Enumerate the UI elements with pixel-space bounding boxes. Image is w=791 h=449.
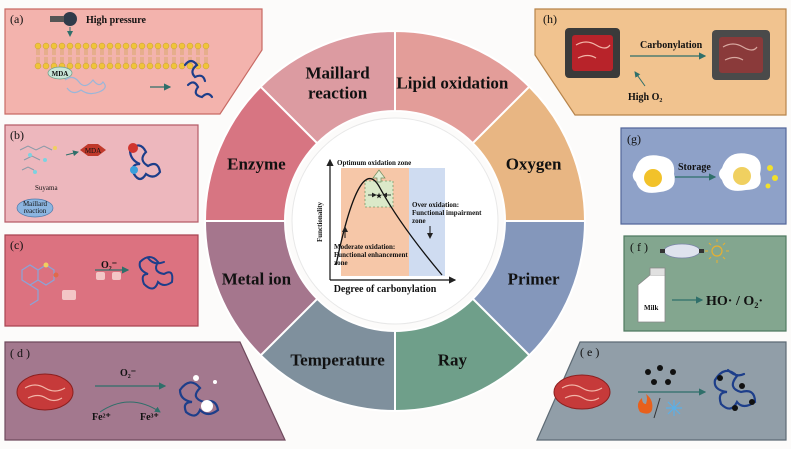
enzyme-block-icon-1 (62, 290, 76, 300)
panel-h-high-o2: High O₂ (628, 92, 662, 103)
panel-a-mda: MDA (52, 70, 69, 78)
uv-lamp-icon (663, 243, 701, 259)
over-oxidation-label-3: zone (412, 217, 426, 225)
adduct-red-icon (128, 143, 138, 153)
segment-label-enzyme: Enzyme (227, 155, 286, 174)
panel-e: ( e ) (536, 341, 787, 441)
panel-h-carbonylation: Carbonylation (640, 40, 703, 51)
panel-f: ( f ) Milk HO· / O₂· (623, 235, 787, 332)
enzyme-block-icon-2 (96, 272, 105, 280)
moderate-label-3: zone (334, 259, 348, 267)
lipid-membrane-icon (34, 42, 210, 70)
meat-icon-e (553, 374, 611, 410)
panel-d-o2: O₂⁻ (120, 368, 136, 379)
panel-d-background (4, 341, 286, 441)
milk-carton-icon (637, 274, 666, 323)
panel-f-letter: ( f ) (630, 240, 648, 254)
up-arrow-icon (372, 169, 386, 183)
panel-b-background (4, 124, 199, 223)
segment-label-primer: Primer (508, 269, 560, 288)
maillard-bubble (16, 198, 54, 218)
panel-b-maillard-2: reaction (24, 207, 47, 215)
moderate-label-1: Moderate oxidation: (334, 243, 395, 251)
y-axis-label: Functionality (316, 201, 324, 242)
enzyme-block-icon-3 (112, 272, 121, 280)
panel-c-letter: (c) (10, 238, 23, 252)
panel-g-letter: (g) (627, 132, 641, 146)
panel-c: (c) O₂⁻ (4, 234, 199, 327)
panel-f-radicals: HO· / O₂· (706, 294, 763, 309)
panel-c-background (4, 234, 199, 327)
panel-a-letter: (a) (10, 12, 23, 26)
segment-label-maillard-1: Maillard (305, 63, 370, 82)
functionality-curve (335, 177, 443, 276)
snowflake-icon (666, 400, 682, 416)
segment-label-metal: Metal ion (222, 269, 292, 288)
adduct-blue-icon (130, 166, 138, 174)
moderate-label-2: Functional enhancement (334, 251, 408, 259)
panel-b-suyama: Suyama (35, 184, 58, 192)
panel-d: ( d ) O₂⁻ Fe²⁺ Fe³⁺ (4, 341, 286, 441)
star-icon: ★ (376, 192, 383, 200)
optimum-zone-label: Optimum oxidation zone (337, 159, 411, 167)
panel-b-mda: MDA (85, 147, 101, 155)
panel-a: (a) High pressure MDA (4, 8, 263, 115)
sun-icon (711, 245, 723, 257)
panel-b-maillard-1: Maillard (23, 200, 48, 208)
denatured-protein-icon (713, 368, 757, 410)
segment-label-maillard-2: reaction (308, 83, 368, 102)
fire-icon (637, 394, 653, 414)
panel-g: (g) Storage (620, 127, 787, 225)
panel-c-o2: O₂⁻ (101, 260, 117, 271)
segment-label-lipid: Lipid oxidation (396, 73, 509, 92)
panel-e-letter: ( e ) (580, 345, 599, 359)
segment-label-oxygen: Oxygen (506, 155, 562, 174)
redox-arrow-icon (99, 401, 161, 413)
panel-d-letter: ( d ) (10, 346, 30, 360)
over-oxidation-label-2: Functional impairment (412, 209, 482, 217)
panel-d-fe3: Fe³⁺ (140, 412, 159, 423)
panel-d-fe2: Fe²⁺ (92, 412, 111, 423)
panel-f-milk: Milk (644, 304, 658, 312)
over-oxidation-label-1: Over oxidation: (412, 201, 459, 209)
panel-b-letter: (b) (10, 128, 24, 142)
pressure-gauge-icon (63, 12, 77, 26)
segment-label-ray: Ray (438, 351, 468, 370)
factor-ring (203, 29, 587, 413)
x-axis-label: Degree of carbonylation (334, 284, 437, 295)
pressure-nozzle-icon (50, 16, 64, 22)
panel-b: (b) MDA Suyama Maillard reaction (4, 124, 199, 223)
meat-icon (16, 373, 74, 411)
segment-label-temperature: Temperature (290, 351, 385, 370)
segment-maillard (259, 29, 396, 145)
panel-h: (h) Carbonylation High O₂ (534, 8, 787, 116)
myoglobin-protein-icon (178, 381, 220, 417)
over-oxidation-zone (409, 168, 445, 276)
modified-protein-icon (128, 144, 162, 181)
protein-structure-icon (64, 76, 106, 95)
carbonylation-functionality-plot: ★ Optimum oxidation zone Over oxidation:… (316, 158, 482, 295)
panel-h-letter: (h) (543, 12, 557, 26)
mda-bubble (47, 66, 73, 80)
panel-e-background (536, 341, 787, 441)
molecule-icon (19, 145, 53, 171)
oxidized-protein-icon (138, 256, 174, 290)
panel-a-title: High pressure (86, 15, 146, 26)
mda-hexagon-icon (80, 144, 106, 156)
panel-g-storage: Storage (678, 162, 711, 173)
aggregated-protein-icon (183, 59, 214, 99)
panel-g-background (620, 127, 787, 225)
